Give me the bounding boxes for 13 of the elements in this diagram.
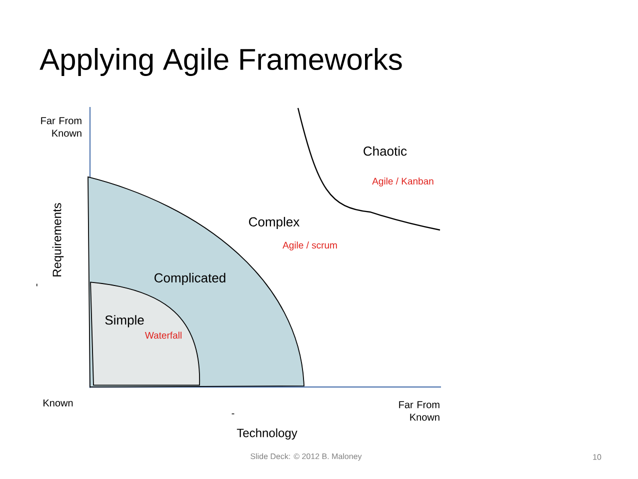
- region-label: Chaotic: [364, 146, 407, 156]
- axis-dash: -: [36, 284, 38, 286]
- region-label: Complex: [249, 216, 300, 230]
- slide-number: 10: [593, 454, 602, 460]
- axis-title: Technology: [236, 428, 298, 440]
- axis-dash: -: [232, 413, 234, 414]
- axis-end-label: Far From Known: [399, 401, 440, 421]
- method-label: Agile / Kanban: [372, 178, 434, 186]
- axis-title: Requirements: [52, 203, 64, 276]
- axis-end-label: Far From Known: [41, 117, 82, 137]
- slide-title: Applying Agile Frameworks: [40, 48, 402, 76]
- axis-end-label: Known: [44, 400, 73, 406]
- footer-text: Slide Deck: © 2012 B. Maloney: [250, 453, 362, 461]
